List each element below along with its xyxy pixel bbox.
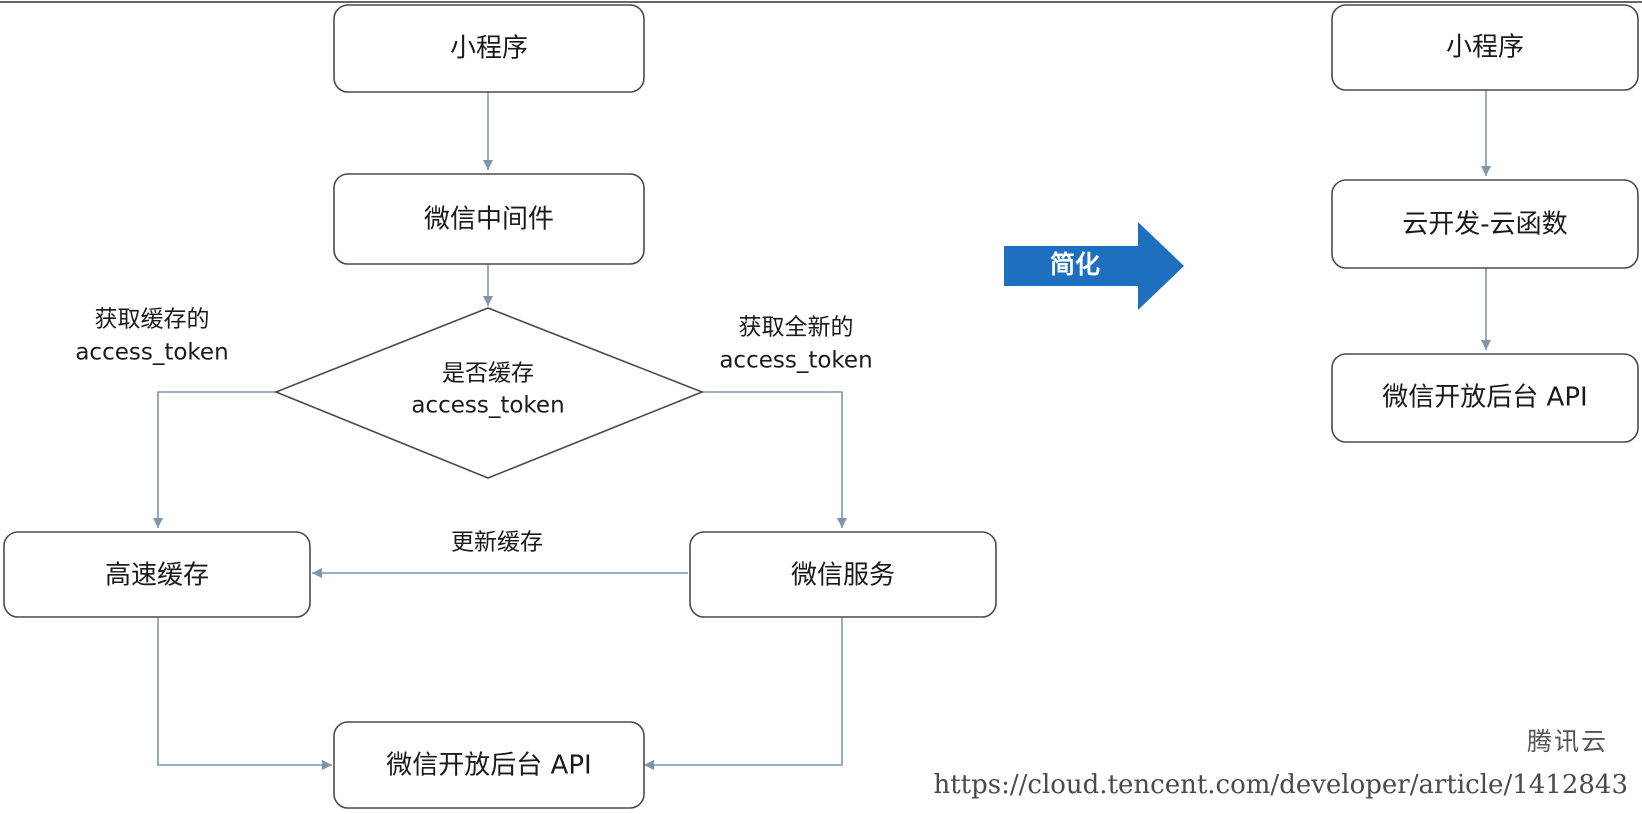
edge-decision-to-wechat-service — [702, 391, 847, 528]
node-wechat-service: 微信服务 — [689, 531, 997, 618]
label-get-new-line2: access_token — [719, 348, 872, 374]
decision-text-line2: access_token — [411, 393, 564, 419]
label-update-cache: 更新缓存 — [451, 530, 543, 556]
node-middleware-text: 微信中间件 — [424, 205, 554, 235]
node-open-api-left: 微信开放后台 API — [333, 721, 645, 809]
edge-wechat-service-to-open-api — [644, 618, 843, 770]
simplify-arrow: 简化 — [1004, 222, 1184, 310]
node-r-miniprogram-text: 小程序 — [1446, 33, 1524, 63]
decision-diamond — [273, 307, 705, 479]
node-miniprogram-text: 小程序 — [450, 34, 528, 64]
node-r-miniprogram: 小程序 — [1331, 4, 1639, 91]
label-get-new-line1: 获取全新的 — [739, 315, 854, 341]
edge-decision-to-cache — [153, 391, 276, 528]
simplify-arrow-shape — [1004, 222, 1184, 310]
node-r-open-api-text: 微信开放后台 API — [1382, 383, 1587, 413]
node-middleware: 微信中间件 — [333, 173, 645, 265]
watermark-url: https://cloud.tencent.com/developer/arti… — [933, 770, 1628, 800]
node-miniprogram: 小程序 — [333, 4, 645, 93]
edge-cache-to-open-api — [157, 618, 332, 770]
node-cache-text: 高速缓存 — [105, 561, 209, 591]
simplify-arrow-label: 简化 — [1050, 250, 1100, 279]
node-open-api-left-text: 微信开放后台 API — [386, 751, 591, 781]
node-r-cloud-function-text: 云开发-云函数 — [1402, 210, 1567, 240]
node-r-cloud-function: 云开发-云函数 — [1331, 179, 1639, 269]
label-get-cached-line1: 获取缓存的 — [95, 307, 210, 333]
node-wechat-service-text: 微信服务 — [791, 561, 895, 591]
node-r-open-api: 微信开放后台 API — [1331, 353, 1639, 443]
node-decision: 是否缓存 access_token — [273, 307, 705, 479]
label-get-cached-line2: access_token — [75, 340, 228, 366]
decision-text-line1: 是否缓存 — [442, 361, 534, 387]
watermark-brand: 腾讯云 — [1526, 727, 1608, 756]
node-cache: 高速缓存 — [3, 531, 311, 618]
